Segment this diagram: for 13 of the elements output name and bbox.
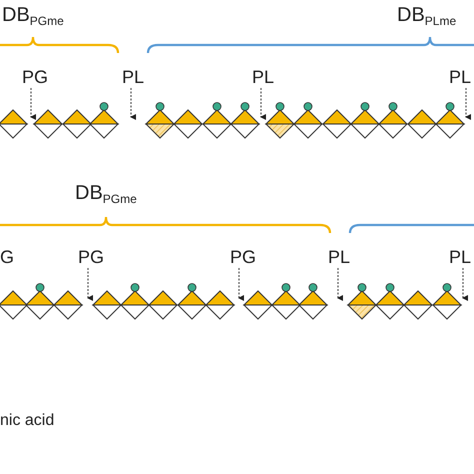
enzyme-label: PG [78,248,104,266]
bracket-label: DB$_{PGme}$ [75,183,137,205]
enzyme-label: PG [22,68,48,86]
enzyme-label: PG [230,248,256,266]
enzyme-label: PL [252,68,274,86]
enzyme-label: G [0,248,14,266]
enzyme-label: PL [449,68,472,86]
enzyme-label: PL [449,248,472,266]
enzyme-label: PL [328,248,350,266]
enzyme-label: PL [122,68,144,86]
bracket-label: DB$_{PGme}$ [2,5,64,27]
enzyme-label: nic acid [0,413,54,429]
bracket-label: DB$_{PLme}$ [397,5,456,27]
